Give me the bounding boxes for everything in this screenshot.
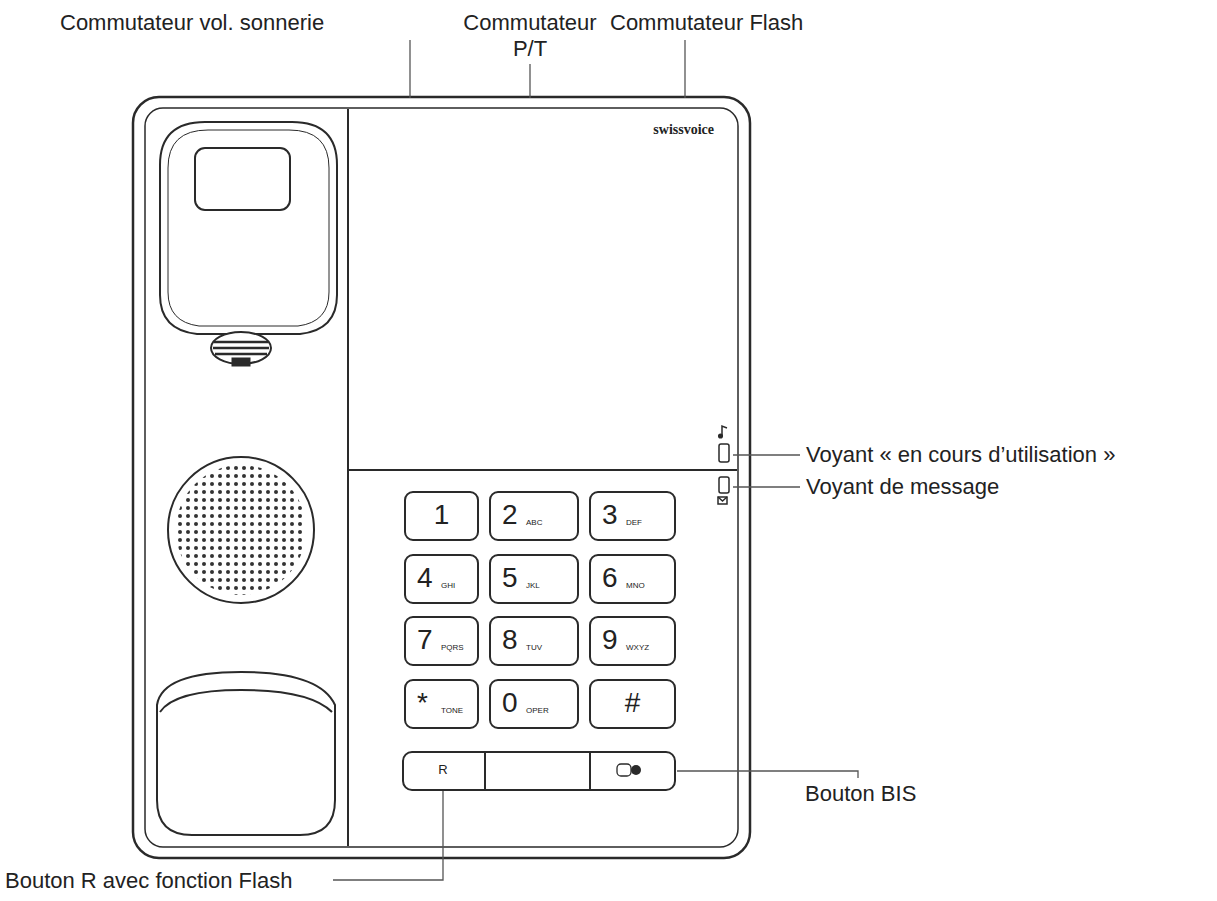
keypad-keys xyxy=(405,617,478,665)
key-digit: # xyxy=(625,686,641,719)
speaker-grille xyxy=(176,465,306,595)
handset xyxy=(160,122,337,334)
handset xyxy=(160,122,337,334)
button-bar xyxy=(631,765,641,775)
speaker-grille xyxy=(168,457,314,603)
callout-label: Voyant « en cours d’utilisation » xyxy=(806,442,1115,468)
handset-cradle xyxy=(160,690,332,712)
key-digit: 9 xyxy=(602,623,618,656)
button-bar xyxy=(589,752,591,790)
keypad-keys xyxy=(405,680,478,728)
key-digit: 5 xyxy=(502,561,518,594)
cord-coil xyxy=(215,353,267,356)
callout-label: Voyant de message xyxy=(806,474,999,500)
key-letters: ABC xyxy=(526,518,542,527)
key-digit: 0 xyxy=(502,686,518,719)
keypad-keys xyxy=(405,492,675,728)
brand-name: swissvoice xyxy=(653,122,714,139)
callout-label: Commutateur Flash xyxy=(610,10,803,36)
button-bar xyxy=(403,752,675,790)
handset-cradle xyxy=(157,672,335,835)
keypad-keys xyxy=(405,492,478,540)
leader-lines xyxy=(733,486,800,487)
keypad-keys xyxy=(590,492,675,540)
phone-body xyxy=(145,108,738,847)
key-letters: GHI xyxy=(441,581,455,590)
key-letters: OPER xyxy=(526,706,549,715)
leader-lines xyxy=(733,454,800,455)
keypad-keys xyxy=(490,492,578,540)
keypad-keys xyxy=(590,617,675,665)
cord-coil xyxy=(214,341,268,344)
key-digit: * xyxy=(417,686,428,719)
indicator-lights xyxy=(718,426,729,504)
keypad-keys xyxy=(405,555,478,603)
indicator-lights xyxy=(718,497,727,501)
key-digit: 6 xyxy=(602,561,618,594)
keypad-keys xyxy=(490,555,578,603)
handset xyxy=(195,148,290,210)
leader-lines xyxy=(333,791,443,880)
phone-body xyxy=(133,97,750,858)
keypad-keys xyxy=(590,555,675,603)
key-letters: TUV xyxy=(526,643,542,652)
key-digit: 2 xyxy=(502,498,518,531)
leader-lines xyxy=(409,40,410,98)
key-letters: WXYZ xyxy=(626,643,649,652)
handset-cradle xyxy=(157,672,335,835)
leader-lines xyxy=(677,771,858,778)
key-digit: 7 xyxy=(417,623,433,656)
callout-label: Commutateur vol. sonnerie xyxy=(60,10,324,36)
indicator-lights xyxy=(722,426,727,436)
key-letters: PQRS xyxy=(441,643,464,652)
callout-label: Bouton BIS xyxy=(805,781,916,807)
callout-label: Commutateur P/T xyxy=(455,10,605,62)
key-letters: JKL xyxy=(526,581,540,590)
indicator-lights xyxy=(719,477,729,493)
leader-lines xyxy=(529,64,530,98)
cord-coil xyxy=(211,332,271,366)
key-letters: TONE xyxy=(441,706,463,715)
speaker-grille xyxy=(168,457,314,603)
cord-coil xyxy=(213,347,269,350)
indicator-lights xyxy=(719,434,723,438)
button-bar xyxy=(617,764,631,776)
keypad-keys xyxy=(490,680,578,728)
key-letters: MNO xyxy=(626,581,645,590)
leader-lines xyxy=(684,40,685,98)
key-letters: DEF xyxy=(626,518,642,527)
leader-lines xyxy=(333,40,858,880)
phone-body xyxy=(348,469,737,471)
key-digit: 4 xyxy=(417,561,433,594)
key-digit: 3 xyxy=(602,498,618,531)
indicator-lights xyxy=(718,497,727,504)
button-bar xyxy=(403,752,675,790)
button-label: R xyxy=(438,762,447,777)
key-digit: 1 xyxy=(434,498,450,531)
keypad-keys xyxy=(590,680,675,728)
handset xyxy=(168,130,329,326)
callout-label: Bouton R avec fonction Flash xyxy=(5,868,292,894)
cord-coil xyxy=(232,358,250,366)
phone-body xyxy=(347,109,349,846)
key-digit: 8 xyxy=(502,623,518,656)
phone-body xyxy=(133,97,750,858)
indicator-lights xyxy=(719,444,729,462)
keypad-keys xyxy=(490,617,578,665)
button-bar xyxy=(484,752,486,790)
